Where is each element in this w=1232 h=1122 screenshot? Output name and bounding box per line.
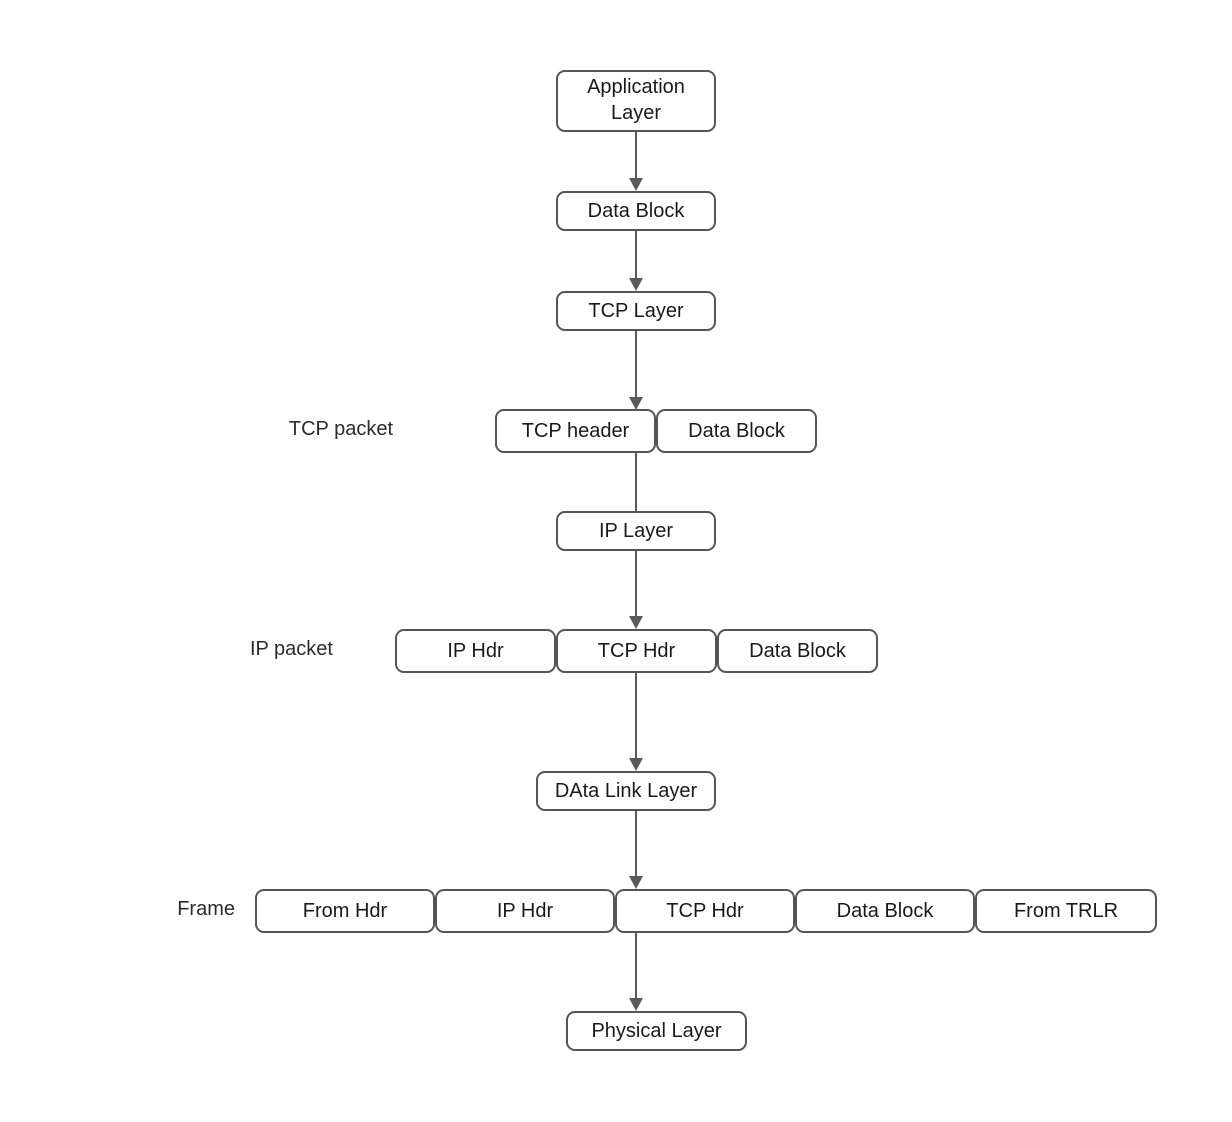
node-tcp-layer[interactable]: TCP Layer xyxy=(556,291,716,331)
label-frame: Frame xyxy=(177,898,235,920)
arrow-head xyxy=(629,178,643,191)
segment-data-block[interactable]: Data Block xyxy=(717,629,878,673)
arrow-shaft xyxy=(635,231,637,278)
arrow-shaft xyxy=(635,933,637,998)
arrow-application-to-datablock xyxy=(629,132,643,191)
segment-tcp-hdr[interactable]: TCP Hdr xyxy=(615,889,795,933)
segment-data-block[interactable]: Data Block xyxy=(656,409,817,453)
segment-from-trlr[interactable]: From TRLR xyxy=(975,889,1157,933)
segment-tcp-header[interactable]: TCP header xyxy=(495,409,656,453)
arrow-ippacket-to-datalinklayer xyxy=(629,673,643,771)
label-tcp-packet: TCP packet xyxy=(288,418,393,440)
arrow-head xyxy=(629,998,643,1011)
node-application-layer[interactable]: Application Layer xyxy=(556,70,716,132)
arrow-tcplayer-to-tcppacket xyxy=(629,331,643,410)
arrow-head xyxy=(629,397,643,410)
packet-row-frame: From Hdr IP Hdr TCP Hdr Data Block From … xyxy=(255,889,1157,933)
label-ip-packet: IP packet xyxy=(249,638,333,660)
arrow-shaft xyxy=(635,811,637,876)
arrow-head xyxy=(629,616,643,629)
segment-tcp-hdr[interactable]: TCP Hdr xyxy=(556,629,717,673)
arrow-head xyxy=(629,758,643,771)
node-ip-layer[interactable]: IP Layer xyxy=(556,511,716,551)
node-data-block[interactable]: Data Block xyxy=(556,191,716,231)
arrow-shaft xyxy=(635,331,637,397)
segment-data-block[interactable]: Data Block xyxy=(795,889,975,933)
arrow-shaft xyxy=(635,673,637,758)
application-layer-label-line1: Application xyxy=(587,76,685,99)
arrow-head xyxy=(629,876,643,889)
application-layer-label-line2: Layer xyxy=(610,102,662,124)
node-data-link-layer[interactable]: DAta Link Layer xyxy=(536,771,716,811)
segment-from-hdr[interactable]: From Hdr xyxy=(255,889,435,933)
arrow-datalinklayer-to-frame xyxy=(629,811,643,889)
arrow-head xyxy=(629,278,643,291)
arrow-frame-to-physicallayer xyxy=(629,933,643,1011)
arrow-shaft xyxy=(635,551,637,616)
arrow-shaft xyxy=(635,132,637,178)
segment-ip-hdr[interactable]: IP Hdr xyxy=(395,629,556,673)
node-physical-layer[interactable]: Physical Layer xyxy=(566,1011,747,1051)
arrow-shaft xyxy=(635,453,637,518)
packet-row-ip: IP Hdr TCP Hdr Data Block xyxy=(395,629,878,673)
segment-ip-hdr[interactable]: IP Hdr xyxy=(435,889,615,933)
packet-row-tcp: TCP header Data Block xyxy=(495,409,817,453)
arrow-iplayer-to-ippacket xyxy=(629,551,643,629)
arrow-datablock-to-tcplayer xyxy=(629,231,643,291)
